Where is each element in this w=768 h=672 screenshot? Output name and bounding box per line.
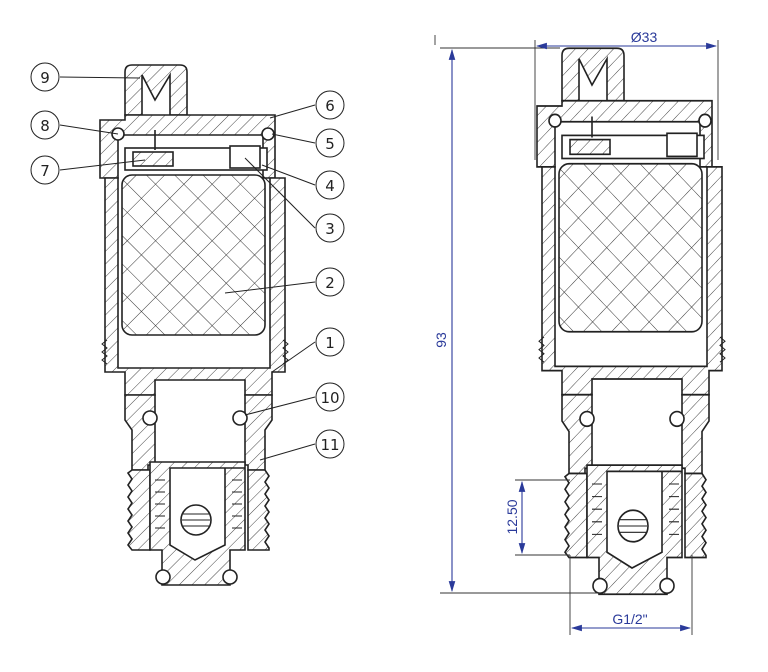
callout-9: 9 bbox=[30, 62, 60, 92]
dimensioned-view bbox=[536, 47, 726, 596]
callout-7: 7 bbox=[30, 155, 60, 185]
callout-label: 6 bbox=[325, 97, 335, 115]
thread-length-label: 12.50 bbox=[504, 499, 520, 534]
leader-lines bbox=[59, 76, 316, 461]
callout-label: 5 bbox=[325, 135, 335, 153]
callout-1: 1 bbox=[315, 327, 345, 357]
callout-8: 8 bbox=[30, 110, 60, 140]
part-callouts: 9 8 7 6 5 4 3 2 1 10 11 bbox=[30, 62, 345, 459]
callout-label: 10 bbox=[320, 389, 339, 407]
section-view bbox=[99, 64, 289, 586]
callout-label: 11 bbox=[320, 436, 339, 454]
thread-size-label: G1/2" bbox=[612, 611, 647, 627]
callout-4: 4 bbox=[315, 170, 345, 200]
callout-label: 3 bbox=[325, 220, 335, 238]
callout-5: 5 bbox=[315, 128, 345, 158]
callout-3: 3 bbox=[315, 213, 345, 243]
callout-11: 11 bbox=[315, 429, 345, 459]
callout-label: 4 bbox=[325, 177, 335, 195]
callout-label: 8 bbox=[40, 117, 50, 135]
callout-label: 1 bbox=[325, 334, 335, 352]
callout-label: 2 bbox=[325, 274, 335, 292]
diameter-label: Ø33 bbox=[631, 29, 658, 45]
callout-2: 2 bbox=[315, 267, 345, 297]
callout-label: 7 bbox=[40, 162, 50, 180]
callout-label: 9 bbox=[40, 69, 50, 87]
height-label: 93 bbox=[433, 332, 449, 348]
callout-10: 10 bbox=[315, 382, 345, 412]
callout-6: 6 bbox=[315, 90, 345, 120]
dimensions: Ø33 93 12.50 G1/2" bbox=[433, 29, 719, 635]
